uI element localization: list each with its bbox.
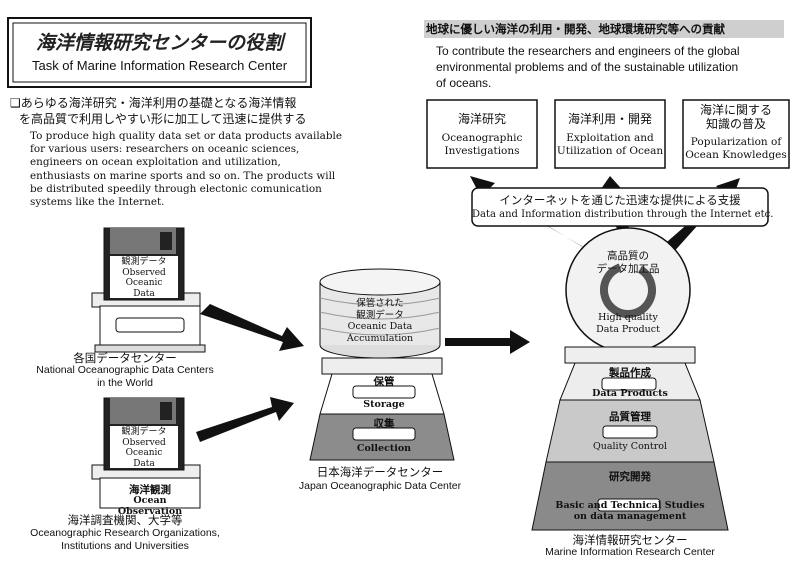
intro-en-line: enthusiasts on marine sports and so on. … — [30, 169, 336, 182]
user-investigations-en2: Investigations — [444, 145, 520, 157]
jodc-label-en: Japan Oceanographic Data Center — [298, 480, 462, 492]
jodc-stack-en: Oceanic Data — [347, 321, 413, 332]
mirc-tier-3-ja: 研究開発 — [609, 471, 651, 483]
intro-en-line: for various users: researchers on oceani… — [30, 143, 300, 156]
user-popularization-en2: Ocean Knowledges — [685, 149, 787, 161]
mirc-disc-en: High quality Data Product — [578, 312, 678, 335]
jodc-label-ja: 日本海洋データセンター — [316, 465, 444, 479]
mirc-disc-en1: High quality — [598, 312, 658, 323]
disk-ja: 観測データ — [121, 427, 167, 437]
input-arrows — [196, 304, 304, 442]
source-1-label-en: National Oceanographic Data Centers in t… — [5, 364, 245, 389]
title-frame-outer — [7, 17, 312, 88]
source-2-label-en2: Institutions and Universities — [61, 539, 189, 552]
user-investigations-ja: 海洋研究 — [457, 112, 506, 126]
title-ja: 海洋情報研究センターの役割 — [35, 32, 283, 54]
user-investigations-en1: Oceanographic — [441, 132, 523, 144]
title-frame-inner — [12, 22, 307, 83]
contribution-en: To contribute the researchers and engine… — [436, 43, 740, 91]
source-1-disk-label: 観測データ Observed Oceanic Data — [110, 257, 178, 299]
mirc-disc-en2: Data Product — [596, 323, 660, 335]
user-box-popularization — [682, 99, 790, 169]
mirc-label-en: Marine Information Research Center — [545, 546, 715, 558]
mirc-tier-2-ja: 品質管理 — [609, 411, 651, 423]
source-1-label-ja: 各国データセンター — [73, 351, 177, 365]
disk-en: Oceanic — [125, 278, 163, 288]
source-1-label-en1: National Oceanographic Data Centers — [36, 364, 214, 376]
user-popularization-en1: Popularization of — [690, 136, 782, 148]
intro-en-line: systems like the Internet. — [30, 196, 165, 209]
intro-en-line: be distributed speedily through electoni… — [30, 182, 322, 195]
contribution-en-line: environmental problems and of the sustai… — [436, 60, 739, 74]
source-2-disk-label: 観測データ Observed Oceanic Data — [110, 427, 178, 469]
source-1-graphic — [91, 227, 206, 353]
mirc-tier-3-en2: on data management — [573, 511, 687, 522]
source-2-graphic — [91, 397, 201, 509]
user-popularization-ja: 海洋に関する 知識の普及 — [683, 103, 789, 131]
mirc-disc-ja1: 高品質の — [607, 250, 649, 262]
jodc-stack-label: 保管された 観測データ Oceanic Data Accumulation — [335, 298, 425, 344]
disk-en: Data — [133, 288, 155, 299]
mirc-graphic — [531, 227, 729, 531]
mirc-disc-ja2: データ加工品 — [596, 263, 660, 275]
mirc-tier-3-en: Basic and Technical Studies on data mana… — [550, 500, 710, 522]
mirc-disc-ja: 高品質の データ加工品 — [578, 250, 678, 276]
user-exploitation-en2: Utilization of Ocean — [556, 145, 664, 157]
source-1-label-en2: in the World — [97, 376, 153, 389]
intro-ja-line1: ❑あらゆる海洋研究・海洋利用の基礎となる海洋情報 — [10, 96, 297, 110]
jodc-graphic — [309, 268, 455, 461]
intro-en-line: To produce high quality data set or data… — [30, 130, 342, 142]
title-en: Task of Marine Information Research Cent… — [31, 58, 288, 73]
user-exploitation-ja: 海洋利用・開発 — [567, 112, 652, 126]
user-popularization-en: Popularization of Ocean Knowledges — [683, 136, 789, 162]
user-box-investigations — [426, 99, 538, 169]
disk-en: Observed — [122, 267, 166, 278]
mirc-tier-1-ja: 製品作成 — [609, 367, 651, 379]
user-box-exploitation — [554, 99, 666, 169]
user-exploitation-en: Exploitation and Utilization of Ocean — [555, 132, 665, 158]
jodc-stack-en: Accumulation — [346, 332, 414, 344]
source-2-base-ja: 海洋観測 — [129, 484, 171, 496]
mirc-tier-3-en1: Basic and Technical Studies — [555, 500, 705, 511]
source-2-label-en: Oceanographic Research Organizations, In… — [0, 527, 250, 552]
user-investigations-en: Oceanographic Investigations — [427, 132, 537, 158]
mirc-tier-2-en: Quality Control — [592, 441, 668, 452]
mirc-label-ja: 海洋情報研究センター — [572, 533, 688, 547]
intro-en-line: engineers on ocean exploitation and util… — [30, 156, 281, 169]
contribution-banner — [424, 20, 784, 38]
jodc-collection-en: Collection — [356, 443, 412, 454]
internet-ja: インターネットを通じた迅速な提供による支援 — [499, 193, 741, 207]
transfer-arrow — [445, 330, 530, 354]
contribution-ja: 地球に優しい海洋の利用・開発、地球環境研究等への貢献 — [426, 22, 725, 36]
mirc-tier-1-en: Data Products — [592, 388, 668, 399]
disk-en: Data — [133, 458, 155, 469]
disk-en: Oceanic — [125, 448, 163, 458]
jodc-stack-ja: 保管された — [356, 298, 404, 309]
user-popularization-ja2: 知識の普及 — [705, 117, 766, 131]
disk-ja: 観測データ — [121, 257, 167, 267]
intro-ja-line2: を高品質で利用しやすい形に加工して迅速に提供する — [19, 112, 307, 126]
internet-en: Data and Information distribution throug… — [472, 209, 774, 220]
disk-en: Observed — [122, 437, 166, 448]
intro-en: To produce high quality data set or data… — [30, 130, 342, 209]
user-popularization-ja1: 海洋に関する — [699, 103, 772, 117]
jodc-storage-ja: 保管 — [373, 376, 395, 388]
contribution-en-line: of oceans. — [436, 76, 492, 90]
source-2-label-ja: 海洋調査機関、大学等 — [67, 513, 183, 527]
internet-box — [471, 187, 769, 227]
user-exploitation-en1: Exploitation and — [566, 132, 654, 144]
source-2-label-en1: Oceanographic Research Organizations, — [30, 527, 220, 539]
contribution-en-line: To contribute the researchers and engine… — [436, 44, 740, 58]
jodc-storage-en: Storage — [363, 399, 405, 410]
jodc-stack-ja: 観測データ — [356, 309, 404, 321]
jodc-collection-ja: 収集 — [373, 418, 395, 430]
source-2-base-en: Ocean Observation — [117, 495, 183, 517]
